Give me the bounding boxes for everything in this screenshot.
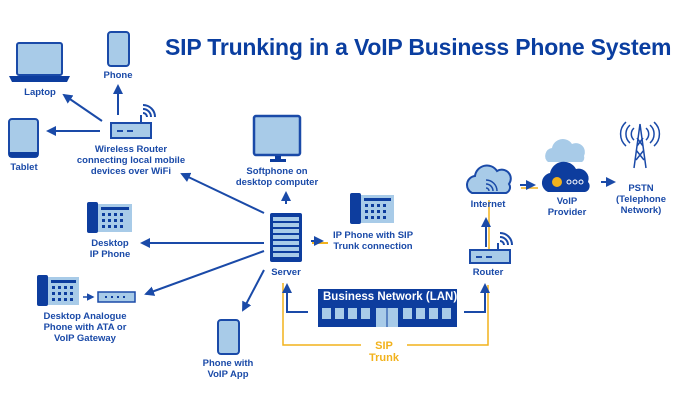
label-laptop: Laptop	[24, 87, 56, 98]
cloud-wifi-icon	[466, 164, 512, 194]
laptop-icon	[9, 42, 70, 82]
label-analogue-phone: Desktop Analogue Phone with ATA or VoIP …	[43, 311, 127, 344]
ata-gateway-icon	[97, 291, 136, 303]
label-softphone: Softphone on desktop computer	[235, 166, 319, 188]
desk-phone-icon	[37, 275, 79, 306]
label-lan: Business Network (LAN)	[323, 291, 458, 303]
cloud-icon	[541, 139, 590, 192]
arrow-router-laptop	[62, 93, 103, 122]
network-switch-icon	[318, 289, 457, 327]
label-voip-app-phone: Phone with VoIP App	[202, 358, 254, 380]
arrow-server-voip-app	[242, 269, 265, 312]
label-desktop-ip-phone: Desktop IP Phone	[89, 238, 131, 260]
label-internet: Internet	[470, 199, 506, 210]
desk-phone-icon	[87, 202, 132, 233]
wireless-router-icon	[110, 104, 156, 139]
wireless-router-icon	[469, 232, 513, 264]
arrow-server-ata	[144, 250, 265, 296]
cell-tower-icon	[619, 121, 661, 169]
page-title: SIP Trunking in a VoIP Business Phone Sy…	[165, 34, 672, 60]
monitor-icon	[252, 114, 302, 162]
label-tablet: Tablet	[10, 162, 38, 173]
arrow-lan-router	[464, 283, 490, 313]
arrow-lan-server	[282, 283, 308, 313]
smartphone-icon	[107, 31, 130, 67]
label-wireless-router: Wireless Router connecting local mobile …	[76, 144, 186, 177]
tablet-icon	[8, 118, 39, 158]
label-pstn: PSTN (Telephone Network)	[616, 183, 666, 216]
label-server: Server	[271, 267, 301, 278]
label-phone: Phone	[103, 70, 133, 81]
arrow-server-wireless	[180, 172, 265, 214]
smartphone-icon	[217, 319, 240, 355]
desk-phone-icon	[350, 193, 394, 224]
label-voip-provider: VoIP Provider	[547, 196, 587, 218]
label-sip-trunk: SIP Trunk	[361, 340, 407, 364]
server-icon	[270, 213, 302, 262]
label-router: Router	[472, 267, 504, 278]
label-ip-phone-sip: IP Phone with SIP Trunk connection	[332, 230, 414, 252]
